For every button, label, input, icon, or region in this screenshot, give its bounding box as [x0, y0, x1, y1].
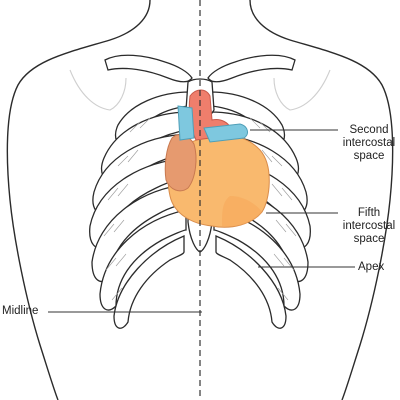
heart-apex-highlight — [222, 196, 262, 227]
heart-right-atrium — [164, 134, 197, 192]
left-ribs — [89, 91, 191, 329]
label-midline: Midline — [2, 305, 38, 318]
label-midline-text: Midline — [2, 305, 39, 317]
label-apex: Apex — [358, 261, 384, 274]
label-apex-text: Apex — [358, 261, 385, 273]
heart-pulmonary-vessels — [177, 105, 248, 143]
label-fifth-line2: intercostal — [342, 220, 396, 232]
label-fifth-intercostal: Fifth intercostal space — [338, 207, 400, 246]
label-fifth-line1: Fifth — [357, 207, 381, 219]
label-fifth-line3: space — [353, 233, 385, 245]
label-second-line2: intercostal — [342, 137, 396, 149]
label-second-line3: space — [353, 150, 385, 162]
clavicles — [104, 54, 296, 83]
label-second-line1: Second — [349, 124, 389, 136]
label-second-intercostal: Second intercostal space — [338, 124, 400, 163]
leader-lines — [48, 129, 355, 313]
scapula-outline — [69, 69, 331, 111]
torso-outline — [6, 0, 394, 400]
